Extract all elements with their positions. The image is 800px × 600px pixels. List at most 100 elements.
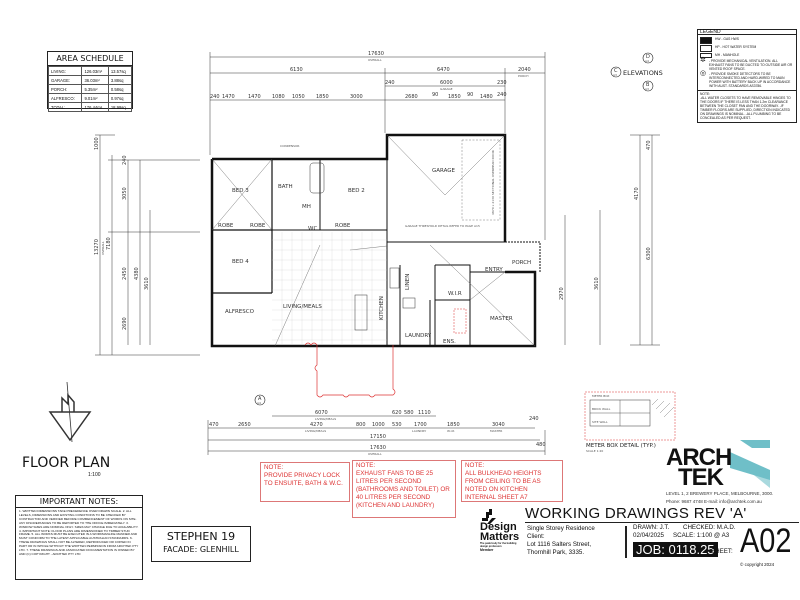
svg-text:3050: 3050 <box>122 187 128 200</box>
svg-text:2970: 2970 <box>559 287 565 300</box>
svg-text:240: 240 <box>497 92 507 98</box>
svg-text:1000: 1000 <box>94 137 100 150</box>
meter-box-title: METER BOX DETAIL (TYP.) <box>586 443 656 449</box>
project-info: Single Storey Residence Client: Lot 1116… <box>527 525 595 556</box>
meter-box-detail: METER BOX BRICK WALL SITE WALL <box>584 391 676 441</box>
svg-text:1470: 1470 <box>222 94 235 100</box>
svg-text:OVERALL: OVERALL <box>368 58 382 62</box>
dimension-lines <box>95 52 660 455</box>
svg-text:580: 580 <box>404 410 414 416</box>
svg-text:17630: 17630 <box>370 445 386 451</box>
svg-text:B: B <box>646 82 650 88</box>
svg-text:1000: 1000 <box>372 422 385 428</box>
elevation-b-icon <box>642 80 654 92</box>
kitchen-island <box>354 294 368 331</box>
north-arrow-icon <box>48 381 92 443</box>
important-notes: IMPORTANT NOTES: 1. WRITTEN DIMENSIONS T… <box>15 495 143 580</box>
floor-plan-scale: 1:100 <box>88 472 101 478</box>
svg-text:90: 90 <box>467 92 473 98</box>
drawing-date: 02/04/2025 <box>633 532 664 539</box>
svg-text:PORCH: PORCH <box>518 74 528 78</box>
cooktop <box>389 267 400 289</box>
svg-text:2650: 2650 <box>238 422 251 428</box>
smoke-detector-icon: ◎ <box>700 70 707 77</box>
right-dimensions: 4170 3610 2970 470 6300 <box>559 140 652 300</box>
room-ensuite: ENS. <box>443 339 456 345</box>
company-address: LEVEL 1, 2 BREWERY PLACE, MELBOURNE, 300… <box>666 491 774 504</box>
svg-text:W.I.R: W.I.R <box>447 429 455 433</box>
legend-item: ✲- PROVIDE MECHANICAL VENTILATION. ALL E… <box>700 57 793 71</box>
laundry-trough <box>402 297 416 309</box>
svg-text:6000: 6000 <box>440 80 453 86</box>
svg-text:A4: A4 <box>645 59 649 63</box>
room-wc: WC <box>308 226 317 232</box>
svg-text:6130: 6130 <box>290 67 303 73</box>
elevations-label: ELEVATIONS <box>623 69 663 77</box>
elevation-d-icon <box>642 52 654 64</box>
svg-text:OVERALL: OVERALL <box>368 452 382 456</box>
sheet-heading: WORKING DRAWINGS REV 'A' <box>525 505 799 523</box>
svg-text:2450: 2450 <box>122 267 128 280</box>
hot-water-system-icon <box>700 45 712 52</box>
shower <box>453 308 467 334</box>
svg-text:LIVING/MEALS: LIVING/MEALS <box>315 417 336 421</box>
floor-plan-title: FLOOR PLAN <box>22 455 111 471</box>
svg-text:800: 800 <box>356 422 366 428</box>
room-robe-3: ROBE <box>335 223 351 229</box>
legend-item: HP - HOT WATER SYSTEM <box>700 45 794 52</box>
room-porch: PORCH <box>512 260 531 266</box>
svg-text:2040: 2040 <box>518 67 531 73</box>
svg-text:1700: 1700 <box>414 422 427 428</box>
svg-text:1110: 1110 <box>418 410 431 416</box>
copyright: © copyright 2024 <box>740 562 775 567</box>
svg-text:240: 240 <box>210 94 220 100</box>
design-name-box: STEPHEN 19 FACADE: GLENHILL <box>151 526 251 562</box>
room-robe-2: ROBE <box>250 223 266 229</box>
svg-text:530: 530 <box>392 422 402 428</box>
svg-text:4380: 4380 <box>134 267 140 280</box>
svg-text:620: 620 <box>392 410 402 416</box>
room-garage: GARAGE <box>432 168 456 174</box>
room-labels: BED 3 BATH BED 2 GARAGE ROBE ROBE ROBE W… <box>218 144 531 345</box>
elevation-c-icon <box>610 66 622 78</box>
room-wir: W.I.R <box>448 291 462 297</box>
svg-text:17150: 17150 <box>370 434 386 440</box>
svg-text:90: 90 <box>432 92 438 98</box>
svg-text:2690: 2690 <box>122 317 128 330</box>
elevation-a-icon <box>254 394 266 406</box>
sheet-number: A02 <box>740 522 792 560</box>
note-exhaust-fans: NOTE:EXHAUST FANS TO BE 25 LITRES PER SE… <box>352 460 456 518</box>
svg-text:SITE WALL: SITE WALL <box>592 420 608 424</box>
legend-item: MH - MANHOLE <box>700 53 794 58</box>
svg-text:1470: 1470 <box>248 94 261 100</box>
revision-cloud <box>304 342 396 398</box>
exhaust-fan-icon: ✲ <box>700 57 706 64</box>
svg-text:3000: 3000 <box>350 94 363 100</box>
checked-by: CHECKED: M.A.D. <box>683 524 736 531</box>
svg-text:4270: 4270 <box>310 422 323 428</box>
svg-text:1850: 1850 <box>316 94 329 100</box>
svg-text:2680: 2680 <box>405 94 418 100</box>
svg-text:240: 240 <box>122 155 128 165</box>
svg-text:METER BOX: METER BOX <box>592 394 609 398</box>
svg-text:1480: 1480 <box>480 94 493 100</box>
floor-tile-grid <box>272 232 387 345</box>
archtek-logo: ARCH TEK <box>666 444 732 491</box>
svg-text:A: A <box>258 396 262 402</box>
note-privacy-lock: NOTE:PROVIDE PRIVACY LOCK TO ENSUITE, BA… <box>260 462 350 502</box>
svg-text:13270: 13270 <box>94 239 100 255</box>
design-name: STEPHEN 19 <box>166 530 236 543</box>
condensor-label: CONDENSOR <box>280 144 300 148</box>
area-schedule-title: AREA SCHEDULE <box>48 52 132 66</box>
svg-text:470: 470 <box>209 422 219 428</box>
drawn-by: DRAWN: J.T. <box>633 524 670 531</box>
svg-text:BRICK WALL: BRICK WALL <box>592 407 611 411</box>
room-laundry: LAUNDRY <box>405 333 432 339</box>
svg-text:230: 230 <box>497 80 507 86</box>
sheet-label: SHEET: <box>711 548 733 555</box>
svg-text:7180: 7180 <box>106 237 112 250</box>
